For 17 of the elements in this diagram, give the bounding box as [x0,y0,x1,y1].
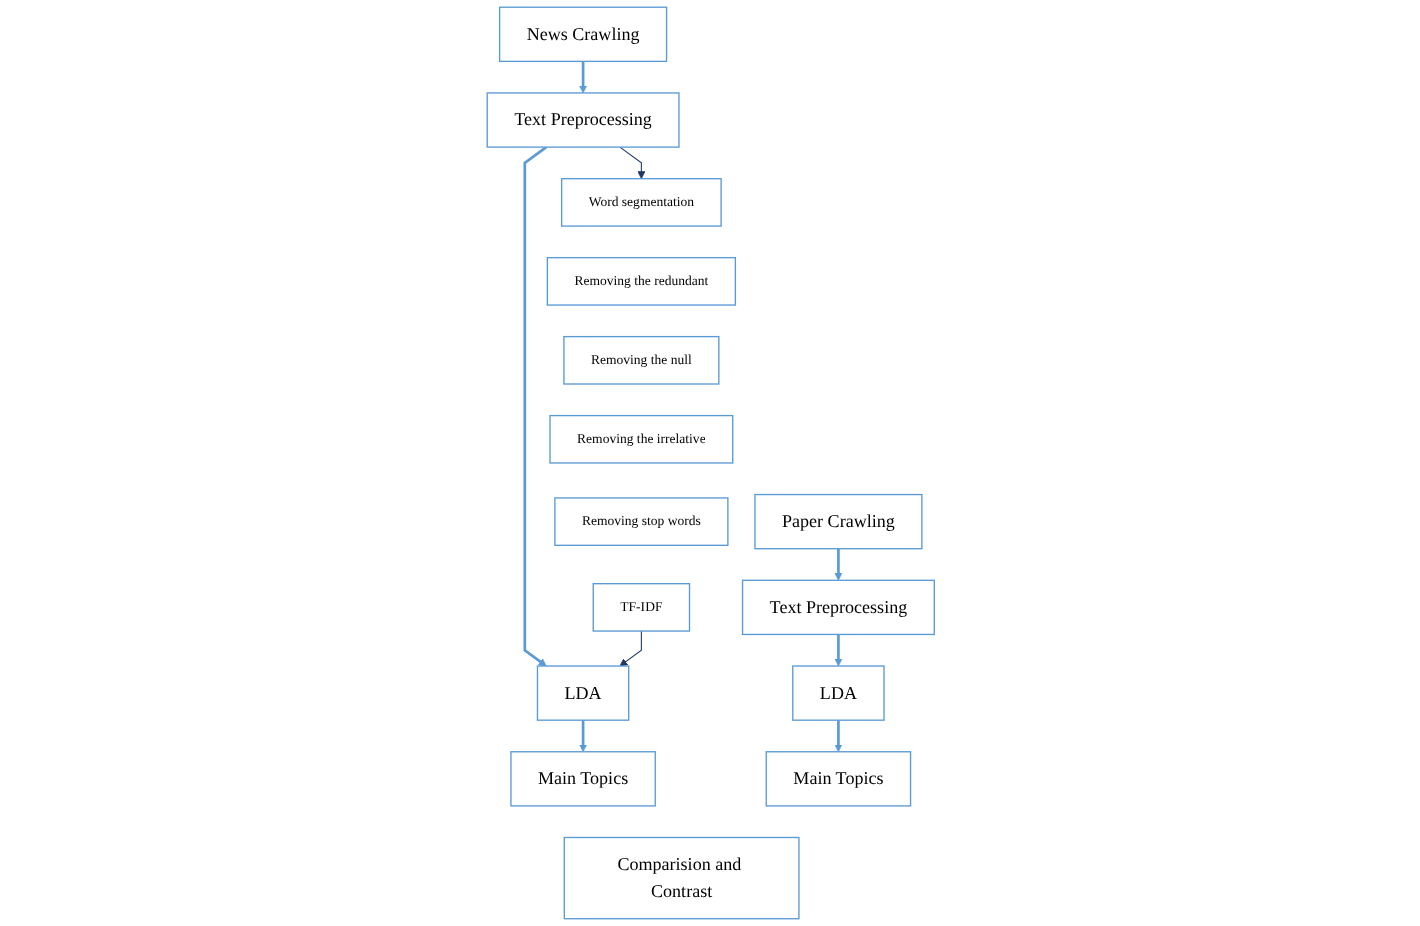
node-box: LDA [536,665,629,721]
arrow [578,720,587,753]
node-box: Paper Crawling [753,493,922,550]
arrow [618,630,642,667]
arrow [833,634,842,667]
arrow [618,146,645,180]
arrow [578,61,587,94]
node-box: Text Preprocessing [741,579,935,636]
node-box: News Crawling [498,6,667,63]
node-box: Comparision and Contrast [562,836,799,920]
arrow [833,720,842,753]
arrow [833,548,842,581]
node-box: Main Topics [764,751,911,807]
node-box: Main Topics [509,751,656,807]
node-box: LDA [791,665,884,721]
node-box: Text Preprocessing [485,92,679,148]
arrow [522,146,547,667]
